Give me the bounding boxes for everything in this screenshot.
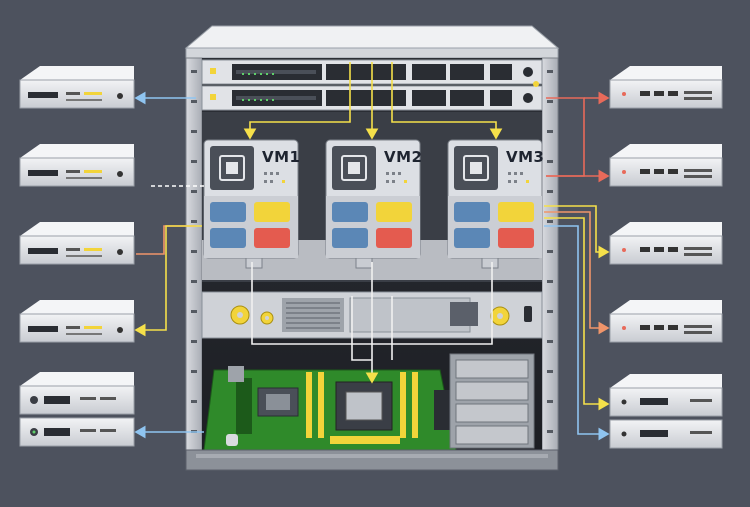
cpu-chip-icon [463,155,489,181]
left-server-3 [19,222,135,265]
left-server-1 [19,66,135,109]
right-server-3 [609,222,723,265]
left-server-2 [19,144,135,187]
vm-panel-2 [325,139,421,269]
vm-panel-1 [203,139,299,269]
status-led-icon [242,73,274,101]
cpu-chip-icon [341,155,367,181]
vm2-label: VM2 [384,148,423,166]
left-server-5 [19,372,135,447]
dimm-slot-icon [306,372,418,438]
right-server-4 [609,300,723,343]
left-server-4 [19,300,135,343]
left-servers [19,66,135,447]
vm-panel-3 [447,139,543,269]
vm1-label: VM1 [262,148,301,166]
right-server-5 [609,374,723,449]
motherboard [203,353,535,451]
right-server-1 [609,66,723,109]
right-servers [609,66,723,449]
vm3-label: VM3 [506,148,545,166]
cpu-chip-icon [219,155,245,181]
connectors [134,62,610,441]
right-server-2 [609,144,723,187]
